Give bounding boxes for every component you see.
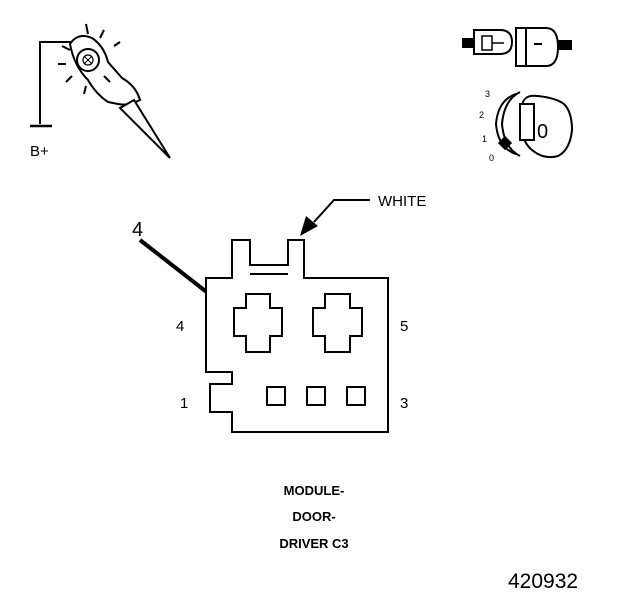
pin-label-1: 1 (180, 395, 188, 412)
connector-plug-icon (462, 27, 572, 67)
key-position-2: 2 (479, 110, 484, 120)
key-position-0: 0 (489, 153, 494, 163)
cavity-3 (346, 386, 366, 406)
cavity-5 (312, 293, 363, 353)
pin-label-5: 5 (400, 318, 408, 335)
ignition-key-icon (494, 91, 574, 159)
test-light-icon (30, 23, 171, 159)
cavity-2 (306, 386, 326, 406)
caption-line-3: DRIVER C3 (279, 536, 348, 551)
pin-label-4: 4 (176, 318, 184, 335)
caption-line-2: DOOR- (292, 509, 335, 524)
connector-housing (205, 239, 389, 433)
b-plus-label: B+ (30, 143, 49, 160)
cavity-4 (233, 293, 283, 353)
wire-callout-arrow (300, 199, 370, 236)
key-position-3: 3 (485, 89, 490, 99)
key-position-1: 1 (482, 134, 487, 144)
wire-color-label: WHITE (378, 193, 426, 210)
pin-label-3: 3 (400, 395, 408, 412)
cavity-1 (266, 386, 286, 406)
figure-number: 420932 (508, 570, 578, 593)
caption-line-1: MODULE- (284, 483, 345, 498)
key-symbol-0: 0 (537, 121, 548, 143)
terminal-callout-number: 4 (132, 219, 143, 241)
